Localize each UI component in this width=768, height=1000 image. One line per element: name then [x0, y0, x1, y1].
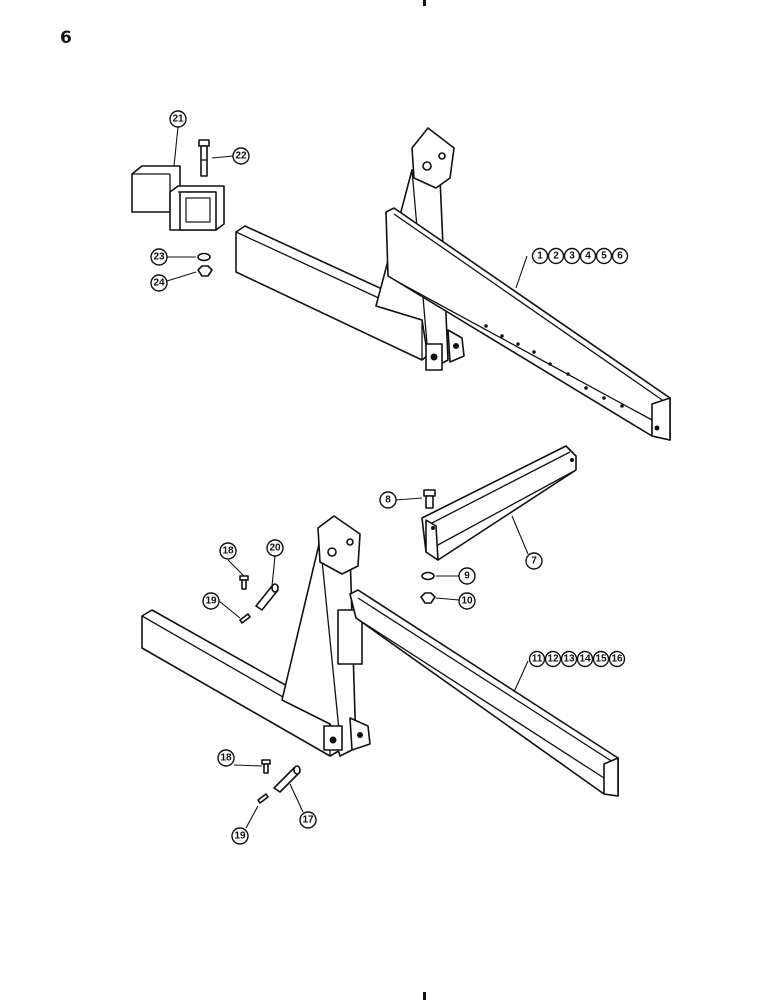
svg-text:19: 19 [234, 831, 246, 842]
svg-text:18: 18 [220, 753, 232, 764]
callout-17: 17 [299, 811, 317, 829]
callout-13: 13 [560, 650, 578, 668]
svg-text:8: 8 [385, 495, 391, 506]
bolt-8-part [423, 489, 436, 509]
callout-2: 2 [547, 247, 565, 265]
callout-1: 1 [531, 247, 549, 265]
svg-text:2: 2 [553, 251, 559, 262]
svg-text:11: 11 [532, 654, 543, 665]
upper-hitch-frame [235, 127, 671, 441]
svg-text:13: 13 [563, 654, 575, 665]
callout-22: 22 [232, 147, 250, 165]
callout-19-upper: 19 [202, 592, 220, 610]
callout-23: 23 [150, 248, 168, 266]
svg-text:6: 6 [617, 251, 623, 262]
svg-text:9: 9 [464, 571, 470, 582]
washer-9-part [421, 571, 435, 581]
washer-part [197, 252, 211, 262]
square-sleeve-part [131, 165, 225, 231]
svg-text:24: 24 [153, 278, 165, 289]
callout-16: 16 [608, 650, 626, 668]
nut-part [197, 265, 213, 277]
small-bolt-upper-part [239, 575, 249, 590]
svg-text:21: 21 [172, 114, 184, 125]
callout-5: 5 [595, 247, 613, 265]
svg-text:23: 23 [153, 252, 165, 263]
svg-text:22: 22 [235, 151, 247, 162]
small-bolt-lower-part [261, 759, 271, 774]
lower-channel-arm [349, 589, 619, 797]
callout-18-upper: 18 [219, 542, 237, 560]
callout-14: 14 [576, 650, 594, 668]
callout-18-lower: 18 [217, 749, 235, 767]
svg-text:19: 19 [205, 596, 217, 607]
pin-lower-part [273, 765, 301, 793]
svg-text:14: 14 [579, 654, 591, 665]
svg-text:18: 18 [222, 546, 234, 557]
svg-text:4: 4 [585, 251, 591, 262]
callout-6: 6 [611, 247, 629, 265]
nut-10-part [420, 592, 436, 604]
svg-text:1: 1 [537, 251, 543, 262]
callout-12: 12 [544, 650, 562, 668]
svg-text:17: 17 [302, 815, 314, 826]
lower-top-bracket [317, 515, 361, 575]
page-number: 6 [60, 28, 72, 48]
cotter-lower-part [257, 793, 269, 804]
lower-hitch-frame [141, 515, 619, 797]
channel-part [421, 445, 577, 561]
callout-24: 24 [150, 274, 168, 292]
callout-10: 10 [458, 592, 476, 610]
registration-mark-top [423, 0, 426, 6]
svg-text:20: 20 [269, 543, 281, 554]
svg-text:10: 10 [461, 596, 473, 607]
bolt-part [198, 139, 210, 177]
leader-lines [166, 126, 529, 829]
callout-7: 7 [525, 552, 543, 570]
pin-upper-part [255, 583, 279, 611]
registration-mark-bottom [423, 992, 426, 1000]
callout-8: 8 [379, 491, 397, 509]
upper-top-bracket [411, 127, 455, 189]
callout-21: 21 [169, 110, 187, 128]
cotter-upper-part [239, 613, 251, 624]
svg-text:12: 12 [547, 654, 559, 665]
callout-15: 15 [592, 650, 610, 668]
svg-text:15: 15 [595, 654, 607, 665]
callout-19-lower: 19 [231, 827, 249, 845]
svg-text:3: 3 [569, 251, 575, 262]
callout-3: 3 [563, 247, 581, 265]
callout-9: 9 [458, 567, 476, 585]
svg-text:7: 7 [531, 556, 537, 567]
callout-20: 20 [266, 539, 284, 557]
svg-text:5: 5 [601, 251, 607, 262]
callout-4: 4 [579, 247, 597, 265]
callout-11: 11 [528, 650, 546, 668]
svg-text:16: 16 [611, 654, 623, 665]
